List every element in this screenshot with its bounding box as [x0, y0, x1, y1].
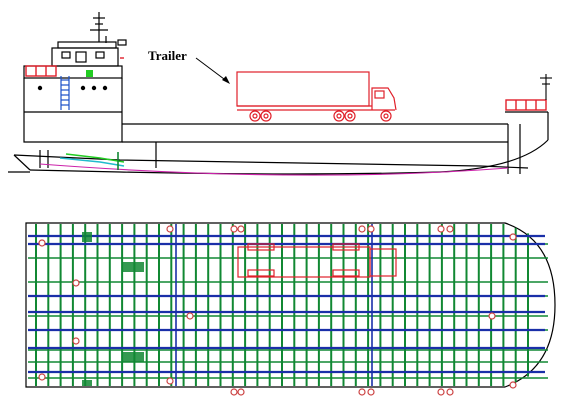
wheel: [249, 110, 261, 122]
bollard: [230, 388, 238, 396]
bollard: [437, 225, 445, 233]
bollard: [358, 225, 366, 233]
bollard: [358, 388, 366, 396]
bollard: [509, 381, 517, 389]
bollard: [186, 312, 194, 320]
bollard: [237, 225, 245, 233]
superstructure: [23, 41, 123, 143]
trailer-truck: [236, 71, 397, 122]
bollard: [166, 225, 174, 233]
wheel: [260, 110, 272, 122]
wheelhouse-railing: [25, 57, 124, 77]
stern-mast: [540, 74, 552, 100]
bollard: [166, 377, 174, 385]
wheel: [380, 110, 392, 122]
bollard: [446, 388, 454, 396]
stairs: [60, 76, 70, 110]
wheel: [333, 110, 345, 122]
bollard: [38, 239, 46, 247]
bollard: [72, 279, 80, 287]
bollard: [38, 373, 46, 381]
truck-cab: [371, 87, 397, 111]
bollard: [72, 337, 80, 345]
side-elevation: Trailer: [8, 12, 552, 176]
bollard: [488, 312, 496, 320]
keel-line: [39, 163, 509, 176]
trailer-box: [236, 71, 370, 107]
wheel: [344, 110, 356, 122]
trailer-leader-arrow: [222, 76, 230, 84]
bollard: [367, 225, 375, 233]
bollard: [230, 225, 238, 233]
stern-railing: [505, 99, 547, 111]
plan-view: [25, 222, 556, 396]
bollard: [446, 225, 454, 233]
trailer-label: Trailer: [148, 48, 187, 63]
mast: [90, 12, 127, 46]
hull: [8, 111, 549, 175]
green-marker: [86, 70, 93, 77]
bollard: [367, 388, 375, 396]
bollard: [437, 388, 445, 396]
bollard: [509, 233, 517, 241]
longitudinal-girders: [28, 224, 548, 386]
propulsion: [59, 152, 125, 170]
bollard: [237, 388, 245, 396]
bollards: [38, 225, 517, 396]
trailer-leader-line: [195, 57, 229, 83]
transverse-frames: [35, 224, 529, 386]
deck-patches: [82, 232, 144, 386]
trailer-footprint: [237, 243, 397, 278]
